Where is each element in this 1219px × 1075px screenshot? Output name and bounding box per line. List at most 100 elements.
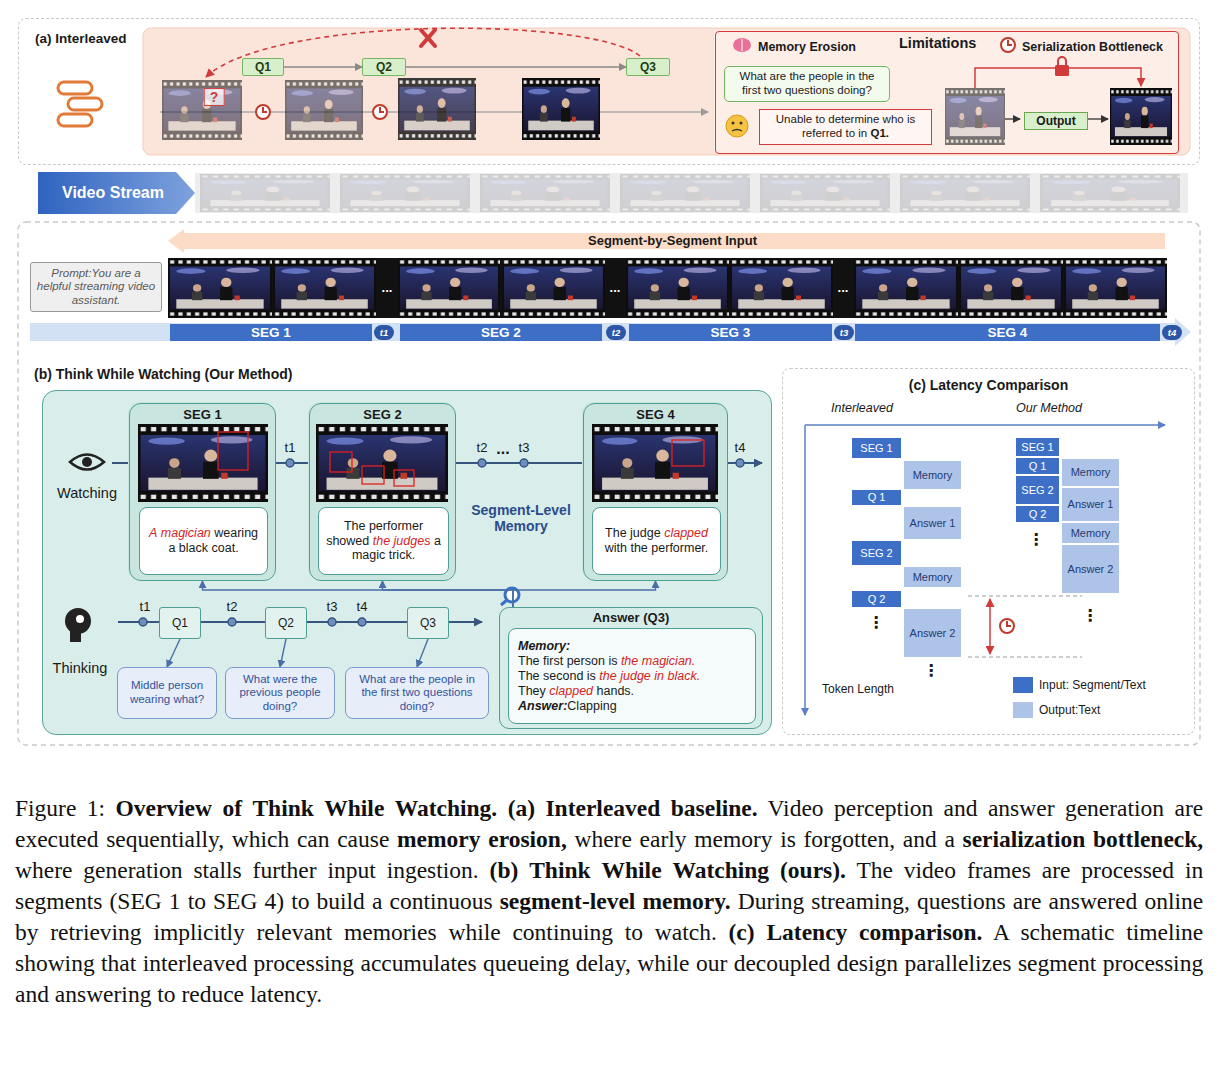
- emphasis: Answer:: [518, 699, 567, 713]
- input-block: SEG 1: [852, 438, 901, 458]
- emphasis: Think: [529, 857, 590, 883]
- node-text: Q 1: [868, 491, 886, 503]
- faded-frame: [340, 174, 470, 212]
- node-text: Q3: [420, 616, 436, 630]
- node-text: Middle person wearing what?: [122, 679, 212, 706]
- lock-icon: [1055, 65, 1069, 76]
- cycle-icon: [58, 114, 92, 126]
- cycle-icon: [58, 82, 102, 126]
- connector: [280, 639, 286, 667]
- node-text: SEG 4: [988, 325, 1028, 341]
- memory-caption: A magician wearing a black coat.: [139, 507, 268, 575]
- faded-frame: [760, 174, 890, 212]
- emphasis: serialization: [963, 826, 1086, 852]
- video-frame: [398, 258, 500, 318]
- time-label: t3: [519, 441, 530, 456]
- video-frame: [945, 88, 1005, 145]
- input-block: Q 2: [852, 591, 901, 607]
- speech-bubble: What are the people in the first two que…: [724, 66, 890, 102]
- input-band-shape: [168, 229, 184, 253]
- segment-card: SEG 4 The judge clapped with the performe…: [583, 403, 728, 581]
- node-text: What are the people in the first two que…: [350, 673, 484, 714]
- emphasis: Q1.: [870, 127, 889, 139]
- emphasis: Overview: [115, 795, 212, 821]
- head-icon: [65, 608, 91, 642]
- time-label: t4: [735, 441, 746, 456]
- question-bubble: What are the people in the first two que…: [345, 667, 489, 719]
- time-label: t2: [227, 600, 238, 615]
- emphasis: Interleaved: [545, 795, 660, 821]
- caption: Figure 1: Overview of Think While Watchi…: [15, 793, 1203, 1010]
- connector: [417, 639, 428, 667]
- prompt-box: Prompt:You are a helpful streaming video…: [30, 262, 162, 312]
- node-text: What are the people in the first two que…: [729, 70, 885, 97]
- node-text: Q 2: [1029, 508, 1047, 520]
- faded-frame: [200, 174, 330, 212]
- method-panel-fill: [42, 390, 772, 735]
- clock-icon: [1000, 619, 1014, 633]
- faded-stream: [195, 173, 1188, 213]
- output-block: Memory: [1062, 459, 1119, 486]
- output-block: Memory: [904, 567, 961, 587]
- node-text: The second is the judge in black.: [518, 669, 700, 684]
- node-text: Memory Erosion: [758, 40, 856, 55]
- segment-card-fill: [582, 402, 727, 580]
- time-dot: [520, 459, 528, 467]
- node-text: SEG 2: [860, 547, 892, 559]
- confused-face: [732, 130, 742, 132]
- clock-icon: [373, 105, 387, 119]
- ellipsis: ...: [610, 281, 621, 296]
- node-text: Q3: [640, 60, 656, 74]
- confused-face: [732, 122, 735, 125]
- connector: [406, 66, 626, 67]
- video-frame: [522, 78, 600, 140]
- stream-arrow-shape: [38, 172, 195, 214]
- input-block: Q 1: [1016, 458, 1059, 474]
- connector: [167, 639, 180, 667]
- node-text: Unable to determine who is referred to i…: [764, 113, 927, 140]
- memory-link: [206, 28, 640, 77]
- question-box: Q2: [265, 607, 307, 639]
- lock-icon: [1055, 57, 1069, 76]
- emphasis: Watching: [672, 857, 769, 883]
- emphasis: erosion,: [488, 826, 567, 852]
- node-text: Output: [1036, 114, 1075, 128]
- segment-bar: SEG 2: [400, 324, 602, 341]
- axis: [805, 425, 1165, 715]
- method-panel: (b) Think While Watching (Our Method)SEG…: [42, 390, 772, 735]
- node-text: Answer:Clapping: [518, 699, 617, 714]
- emphasis: black.: [668, 669, 701, 683]
- video-frame: [945, 88, 1172, 145]
- node-text: t1: [380, 327, 388, 338]
- node-text: (b) Think While Watching (Our Method): [34, 366, 292, 383]
- segment-card-fill: [128, 402, 727, 580]
- video-frame: [316, 424, 448, 502]
- clock-icon: [1000, 619, 1014, 633]
- flow-arrow: [1005, 118, 1020, 119]
- faded-frame: [1040, 174, 1180, 212]
- stream-arrow: Video Stream: [38, 172, 188, 214]
- node-text: Video Stream: [62, 184, 164, 203]
- video-frame: [854, 258, 958, 318]
- node-text: They clapped hands.: [518, 684, 634, 699]
- node-text: Segment-by-Segment Input: [588, 233, 757, 248]
- node-text: A magician wearing a black coat.: [144, 526, 263, 556]
- node-text: Memory:: [518, 639, 570, 654]
- latency-guide: [968, 596, 1082, 597]
- question-box: Q1: [242, 58, 284, 76]
- flow-arrow: [1087, 118, 1108, 119]
- node-text: Q2: [278, 616, 294, 630]
- time-dot: [139, 618, 147, 626]
- confused-face: [740, 122, 743, 125]
- emphasis: bottleneck,: [1093, 826, 1203, 852]
- time-pill: t2: [606, 325, 626, 340]
- segment-card: SEG 2The performer showed the judges a m…: [309, 403, 456, 581]
- video-frame: [502, 258, 605, 318]
- node-text: The judge clapped with the performer.: [597, 526, 716, 556]
- video-frame: [626, 258, 729, 318]
- node-text: SEG 2: [363, 407, 401, 422]
- node-text: (a) Interleaved: [35, 31, 127, 47]
- emphasis: (c): [729, 919, 755, 945]
- input-band-shape: [180, 233, 1165, 249]
- node-text: SEG 4: [636, 407, 674, 422]
